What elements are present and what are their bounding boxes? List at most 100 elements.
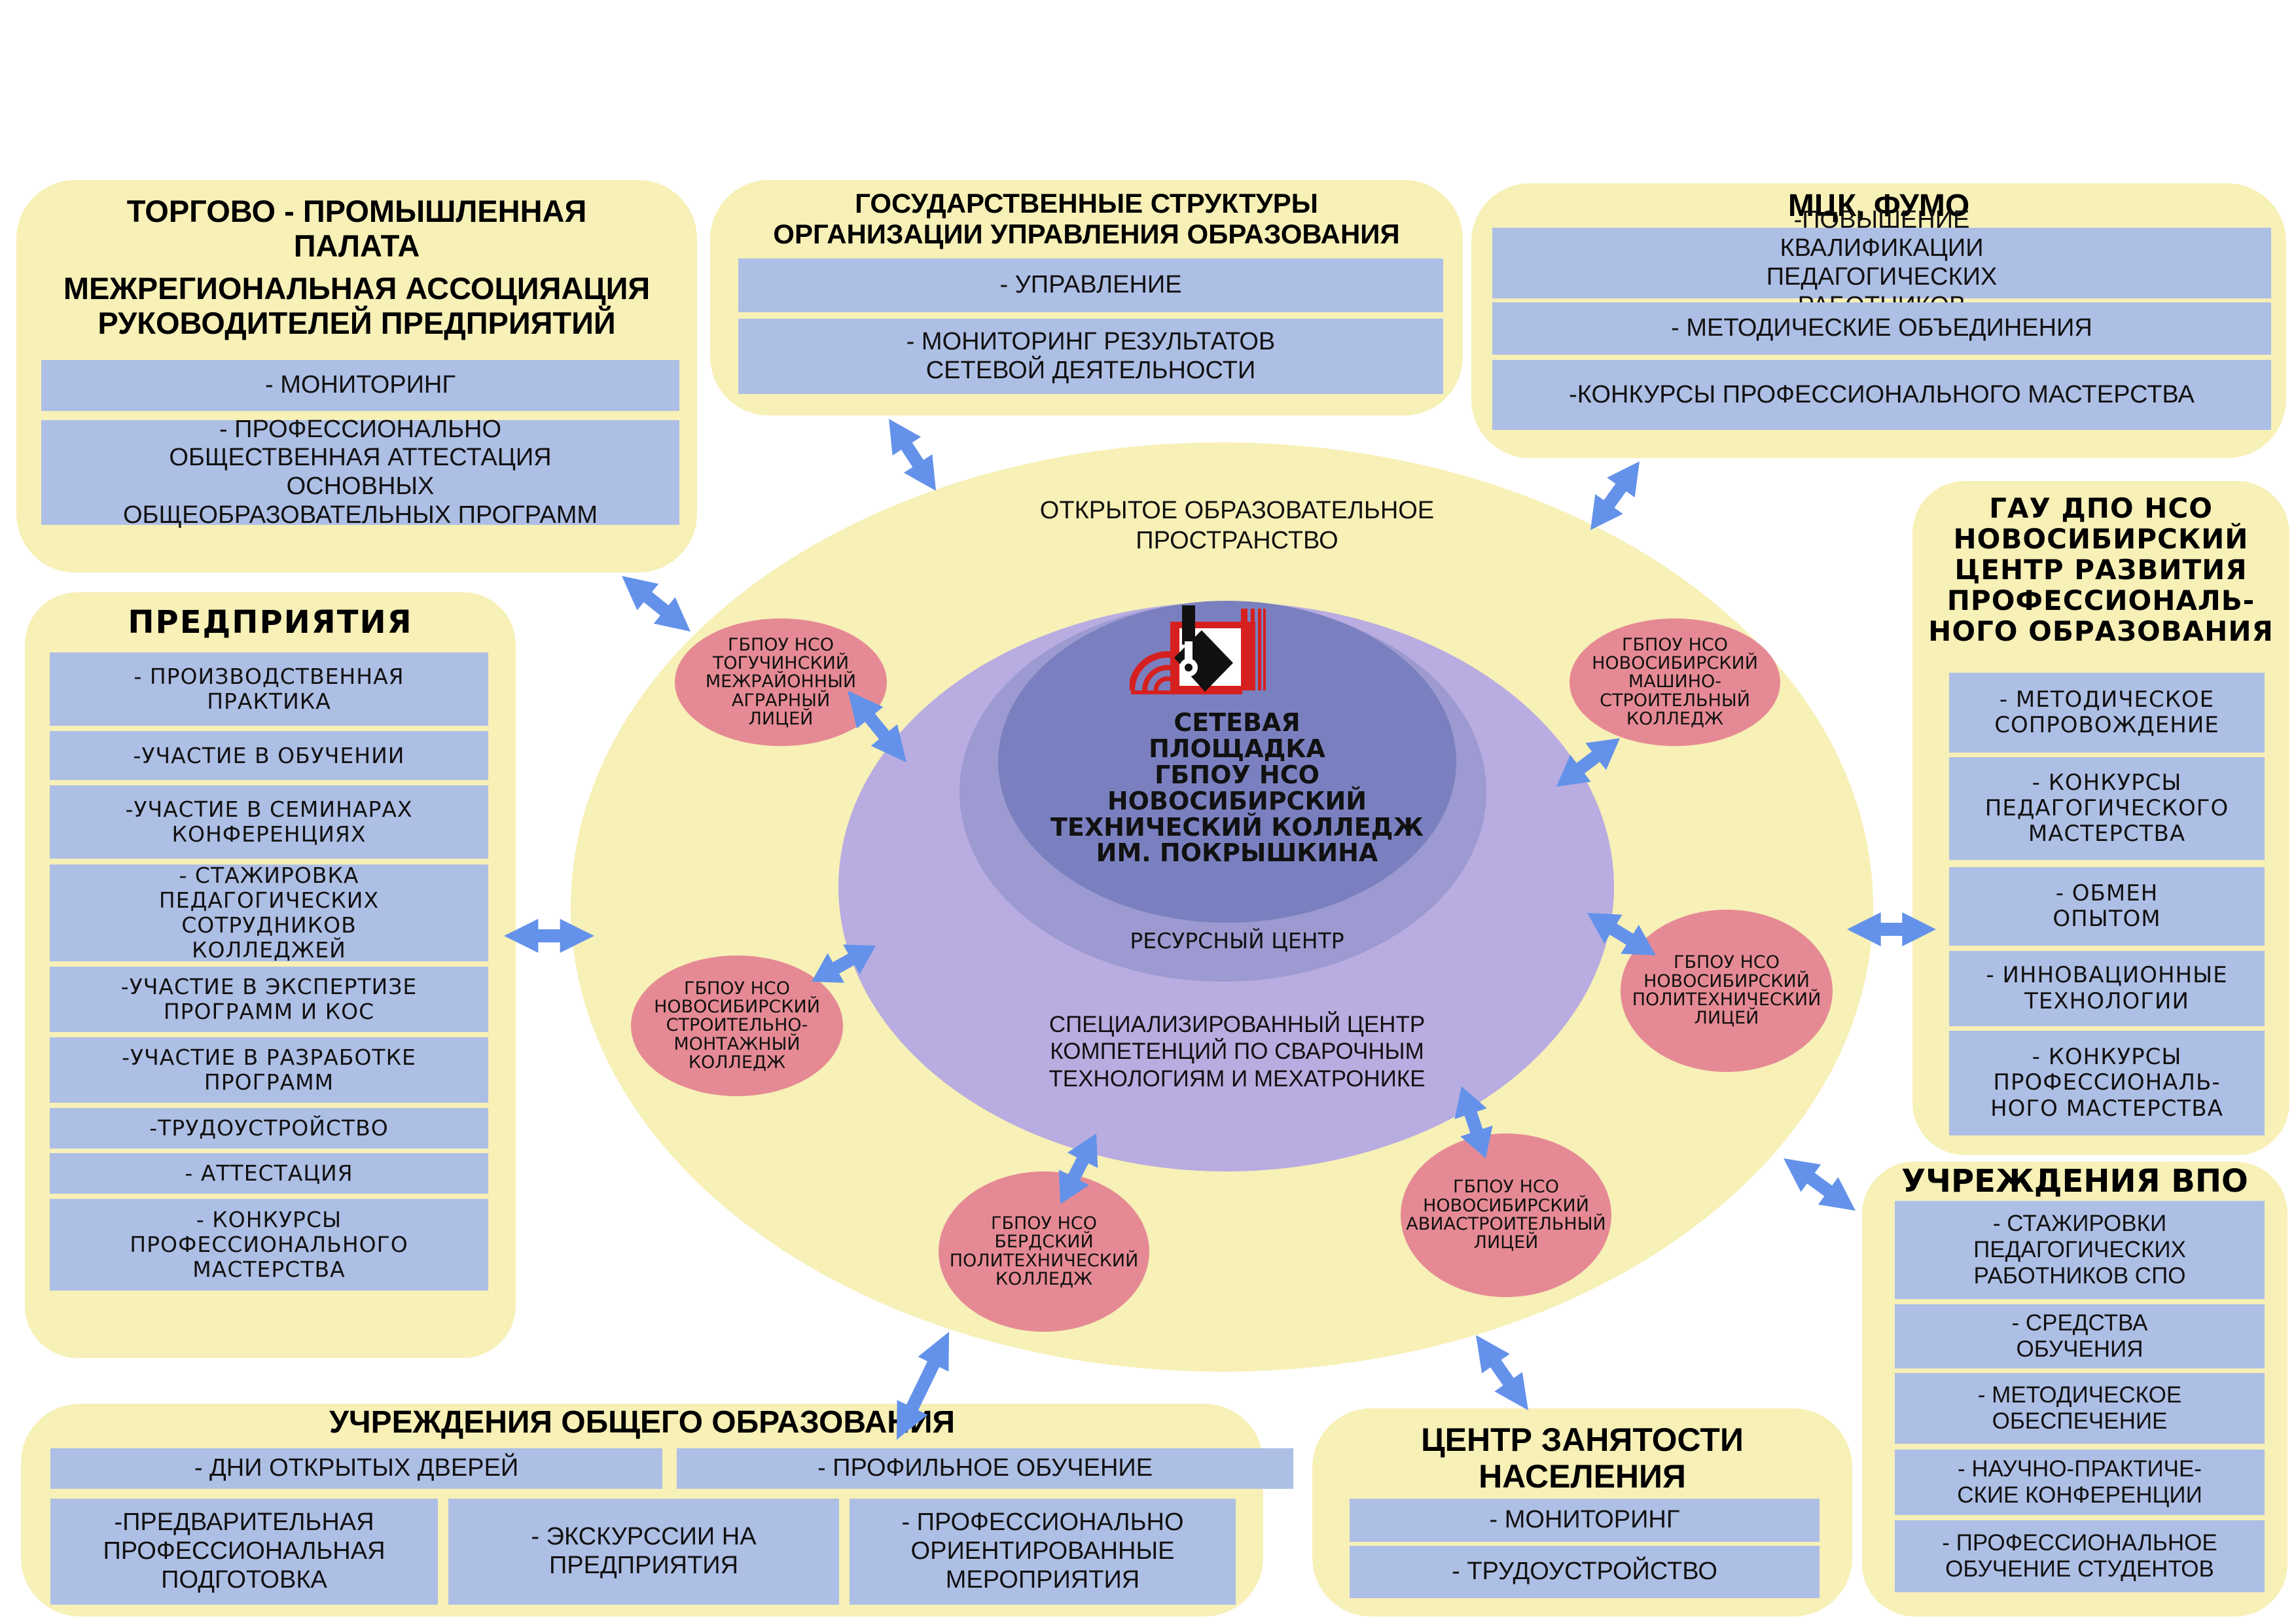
mck-item: -КОНКУРСЫ ПРОФЕССИОНАЛЬНОГО МАСТЕРСТВА <box>1492 360 2271 430</box>
employment-item: - МОНИТОРИНГ <box>1350 1499 1820 1542</box>
vpo-item: - СТАЖИРОВКИ ПЕДАГОГИЧЕСКИХ РАБОТНИКОВ С… <box>1895 1201 2265 1299</box>
title-line: ТОРГОВО - ПРОМЫШЛЕННАЯ <box>126 194 587 228</box>
employment-item: - ТРУДОУСТРОЙСТВО <box>1350 1546 1820 1598</box>
core-line: ГБПОУ НСО <box>1155 760 1319 789</box>
title-line: ПРОФЕССИОНАЛЬ- <box>1946 584 2255 617</box>
vpo-item: - ПРОФЕССИОНАЛЬНОЕ ОБУЧЕНИЕ СТУДЕНТОВ <box>1895 1520 2265 1592</box>
arrow-gau-double-arrow-icon <box>1847 912 1936 946</box>
spec-center-label: СПЕЦИАЛИЗИРОВАННЫЙ ЦЕНТР КОМПЕТЕНЦИЙ ПО … <box>982 1011 1492 1092</box>
spec-line: СПЕЦИАЛИЗИРОВАННЫЙ ЦЕНТР <box>1049 1012 1426 1037</box>
title-line: НОВОСИБИРСКИЙ <box>1953 523 2249 556</box>
general-edu-item: - ДНИ ОТКРЫТЫХ ДВЕРЕЙ <box>50 1448 662 1489</box>
sat-line: ГБПОУ НСО <box>991 1213 1097 1234</box>
sat-line: НОВОСИБИРСКИЙ <box>1592 652 1758 673</box>
general-edu-item: - ПРОФЕССИОНАЛЬНО ОРИЕНТИРОВАННЫЕ МЕРОПР… <box>850 1499 1236 1605</box>
arrow-sat-machine-double-arrow-icon <box>1556 738 1620 787</box>
enterprise-item: -УЧАСТИЕ В ЭКСПЕРТИЗЕ ПРОГРАММ И КОС <box>50 967 488 1032</box>
title-line: ГАУ ДПО НСО <box>1989 492 2213 524</box>
panel-title: ПРЕДПРИЯТИЯ <box>128 604 413 641</box>
sat-line: МАШИНО- <box>1628 671 1722 692</box>
sat-line: НОВОСИБИРСКИЙ <box>654 996 820 1017</box>
arrow-sat-berdsk-double-arrow-icon <box>1058 1133 1098 1204</box>
sat-line: ЛИЦЕЙ <box>1473 1232 1539 1253</box>
title-line: НАСЕЛЕНИЯ <box>1479 1458 1686 1495</box>
open-space-line: ПРОСТРАНСТВО <box>1136 526 1338 554</box>
panel-gau-dpo: ГАУ ДПО НСО НОВОСИБИРСКИЙ ЦЕНТР РАЗВИТИЯ… <box>1912 481 2289 1155</box>
college-logo-icon <box>1130 605 1266 694</box>
gau-item: - КОНКУРСЫ ПРОФЕССИОНАЛЬ- НОГО МАСТЕРСТВ… <box>1949 1031 2265 1135</box>
enterprise-item: - СТАЖИРОВКА ПЕДАГОГИЧЕСКИХ СОТРУДНИКОВ … <box>50 863 488 962</box>
title-line: ЦЕНТР РАЗВИТИЯ <box>1954 554 2248 586</box>
sat-line: БЕРДСКИЙ <box>994 1232 1094 1253</box>
title-line: ПАЛАТА <box>293 228 420 263</box>
arrow-sat-polytech-double-arrow-icon <box>1587 913 1656 955</box>
arrow-general-edu-double-arrow-icon <box>897 1332 949 1440</box>
arrow-employment-double-arrow-icon <box>1476 1335 1528 1410</box>
mck-item: - МЕТОДИЧЕСКИЕ ОБЪЕДИНЕНИЯ <box>1492 302 2271 355</box>
spec-line: КОМПЕТЕНЦИЙ ПО СВАРОЧНЫМ <box>1050 1039 1424 1065</box>
arrow-vpo-double-arrow-icon <box>1784 1158 1856 1211</box>
enterprise-item: - КОНКУРСЫ ПРОФЕССИОНАЛЬНОГО МАСТЕРСТВА <box>50 1199 488 1291</box>
title-line: ОРГАНИЗАЦИИ УПРАВЛЕНИЯ ОБРАЗОВАНИЯ <box>773 219 1400 250</box>
open-space-label: ОТКРЫТОЕ ОБРАЗОВАТЕЛЬНОЕ ПРОСТРАНСТВО <box>942 496 1532 556</box>
open-space-line: ОТКРЫТОЕ ОБРАЗОВАТЕЛЬНОЕ <box>1039 497 1435 524</box>
sat-line: ЛИЦЕЙ <box>1694 1008 1759 1029</box>
title-line: МЕЖРЕГИОНАЛЬНАЯ АССОЦИЯАЦИЯ <box>63 271 651 306</box>
sat-line: АГРАРНЫЙ <box>731 690 831 711</box>
sat-line: ГБПОУ НСО <box>1453 1177 1559 1198</box>
sat-line: ГБПОУ НСО <box>684 978 790 999</box>
sat-line: ПОЛИТЕХНИЧЕСКИЙ <box>949 1250 1139 1271</box>
enterprise-item: -УЧАСТИЕ В РАЗРАБОТКЕ ПРОГРАММ <box>50 1037 488 1103</box>
arrow-sat-construct-double-arrow-icon <box>812 944 876 983</box>
sat-line: КОЛЛЕДЖ <box>688 1052 786 1073</box>
spec-line: ТЕХНОЛОГИЯМ И МЕХАТРОНИКЕ <box>1049 1065 1426 1092</box>
sat-line: СТРОИТЕЛЬНЫЙ <box>1600 690 1750 711</box>
arrow-tpp-double-arrow-icon <box>622 576 691 632</box>
panel-higher-education: УЧРЕЖДЕНИЯ ВПО - СТАЖИРОВКИ ПЕДАГОГИЧЕСК… <box>1862 1162 2287 1616</box>
sat-line: КОЛЛЕДЖ <box>1626 709 1724 730</box>
enterprise-item: -УЧАСТИЕ В СЕМИНАРАХ КОНФЕРЕНЦИЯХ <box>50 785 488 859</box>
title-line: ЦЕНТР ЗАНЯТОСТИ <box>1421 1421 1744 1458</box>
gov-item: - МОНИТОРИНГ РЕЗУЛЬТАТОВ СЕТЕВОЙ ДЕЯТЕЛЬ… <box>738 319 1443 394</box>
general-edu-item: -ПРЕДВАРИТЕЛЬНАЯ ПРОФЕССИОНАЛЬНАЯ ПОДГОТ… <box>50 1499 438 1605</box>
panel-subtitle: МЕЖРЕГИОНАЛЬНАЯ АССОЦИЯАЦИЯ РУКОВОДИТЕЛЕ… <box>16 271 697 340</box>
sat-line: НОВОСИБИРСКИЙ <box>1643 971 1810 991</box>
panel-title: ЦЕНТР ЗАНЯТОСТИ НАСЕЛЕНИЯ <box>1312 1421 1852 1495</box>
enterprise-item: - АТТЕСТАЦИЯ <box>50 1153 488 1194</box>
panel-enterprises: ПРЕДПРИЯТИЯ - ПРОИЗВОДСТВЕННАЯ ПРАКТИКА … <box>25 592 516 1358</box>
panel-chamber-of-commerce: ТОРГОВО - ПРОМЫШЛЕННАЯ ПАЛАТА МЕЖРЕГИОНА… <box>16 180 697 573</box>
general-edu-item: - ПРОФИЛЬНОЕ ОБУЧЕНИЕ <box>677 1448 1293 1489</box>
panel-title: МЦК, ФУМО <box>1787 188 1970 223</box>
general-edu-item: - ЭКСКУРССИИ НА ПРЕДПРИЯТИЯ <box>448 1499 839 1605</box>
panel-title: ГАУ ДПО НСО НОВОСИБИРСКИЙ ЦЕНТР РАЗВИТИЯ… <box>1912 493 2289 647</box>
sat-line: КОЛЛЕДЖ <box>995 1268 1093 1289</box>
core-line: ПЛОЩАДКА <box>1149 734 1325 763</box>
arrow-mck-double-arrow-icon <box>1590 461 1640 530</box>
core-line: НОВОСИБИРСКИЙ <box>1107 786 1367 815</box>
gau-item: - МЕТОДИЧЕСКОЕ СОПРОВОЖДЕНИЕ <box>1949 673 2265 753</box>
vpo-item: - НАУЧНО-ПРАКТИЧЕ- СКИЕ КОНФЕРЕНЦИИ <box>1895 1450 2265 1515</box>
panel-title: ТОРГОВО - ПРОМЫШЛЕННАЯ ПАЛАТА <box>16 194 697 263</box>
sat-line: АВИАСТРОИТЕЛЬНЫЙ <box>1406 1214 1606 1234</box>
sat-line: ТОГУЧИНСКИЙ <box>712 652 850 673</box>
core-line: СЕТЕВАЯ <box>1174 708 1300 737</box>
core-line: ИМ. ПОКРЫШКИНА <box>1096 838 1378 868</box>
sat-line: ЛИЦЕЙ <box>748 709 814 730</box>
sat-line: ГБПОУ НСО <box>1622 634 1728 655</box>
enterprise-item: - ПРОИЗВОДСТВЕННАЯ ПРАКТИКА <box>50 652 488 726</box>
panel-title: ГОСУДАРСТВЕННЫЕ СТРУКТУРЫ ОРГАНИЗАЦИИ УП… <box>710 188 1463 249</box>
arrow-sat-aircraft-double-arrow-icon <box>1454 1086 1493 1158</box>
resource-center-label: РЕСУРСНЫЙ ЦЕНТР <box>1130 928 1344 954</box>
gau-item: - ОБМЕН ОПЫТОМ <box>1949 867 2265 946</box>
panel-employment-center: ЦЕНТР ЗАНЯТОСТИ НАСЕЛЕНИЯ - МОНИТОРИНГ -… <box>1312 1408 1852 1616</box>
tpp-item: - МОНИТОРИНГ <box>41 360 679 411</box>
arrow-sat-toguchin-double-arrow-icon <box>848 690 906 762</box>
arrow-enterprises-double-arrow-icon <box>504 919 594 953</box>
